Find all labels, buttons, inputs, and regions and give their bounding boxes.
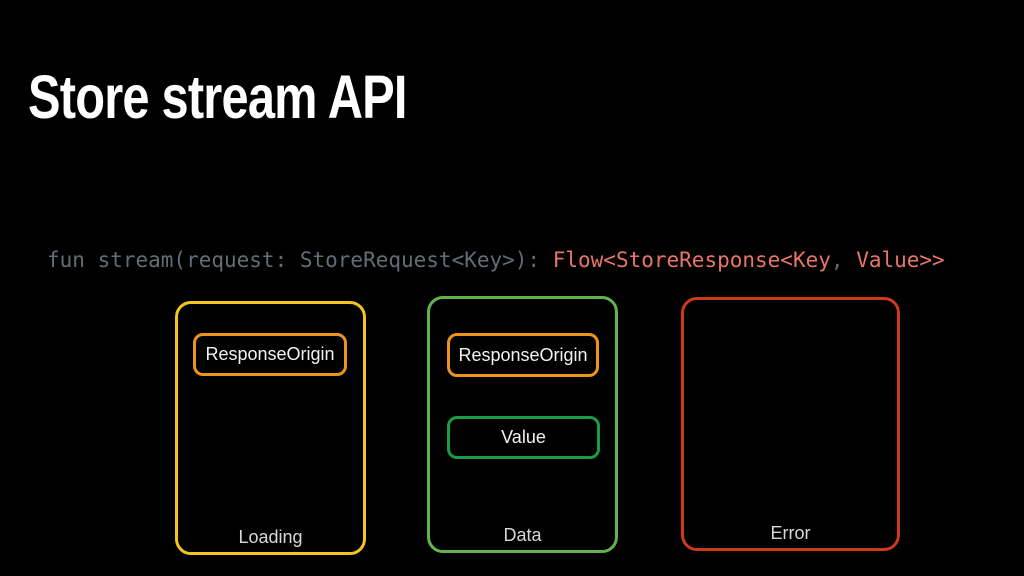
code-segment-return-type: Flow<StoreResponse<Key bbox=[552, 248, 831, 272]
code-segment-value-type: Value>> bbox=[843, 248, 945, 272]
code-segment-comma: , bbox=[830, 248, 844, 272]
state-label-loading: Loading bbox=[238, 527, 303, 547]
state-label-data: Data bbox=[503, 525, 542, 545]
field-response-origin: ResponseOrigin bbox=[193, 333, 347, 376]
field-label: Value bbox=[501, 427, 546, 447]
state-label-error: Error bbox=[770, 523, 811, 543]
field-label: ResponseOrigin bbox=[205, 344, 335, 364]
field-response-origin: ResponseOrigin bbox=[447, 333, 599, 377]
state-box-loading: ResponseOrigin Loading bbox=[175, 301, 366, 555]
state-box-error: Error bbox=[681, 297, 900, 551]
code-snippet: fun stream(request: StoreRequest<Key>): … bbox=[47, 247, 945, 273]
field-label: ResponseOrigin bbox=[458, 344, 588, 365]
field-value: Value bbox=[447, 416, 600, 459]
state-box-data: ResponseOrigin Value Data bbox=[427, 296, 618, 553]
code-segment-signature: fun stream(request: StoreRequest<Key>): bbox=[47, 248, 553, 272]
slide-title: Store stream API bbox=[28, 62, 407, 131]
